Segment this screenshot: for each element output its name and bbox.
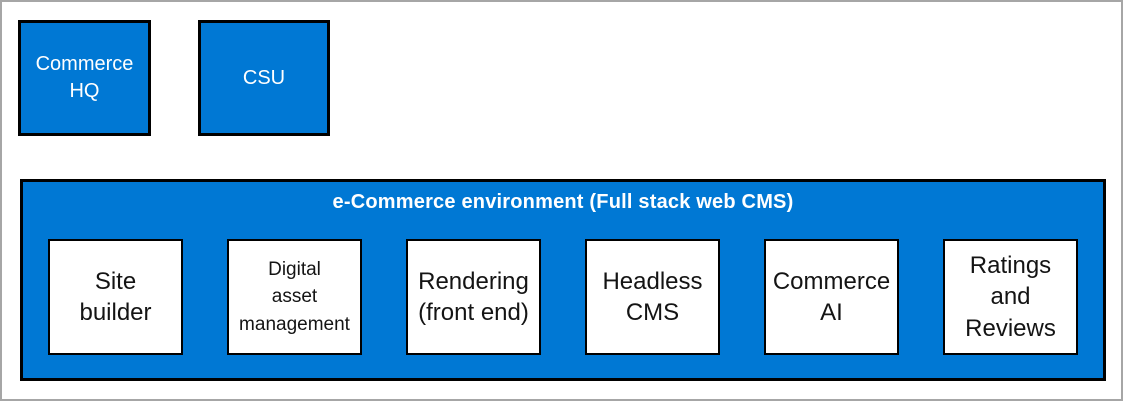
site-builder-label: Site builder	[79, 267, 152, 326]
rendering-front-end-label: Rendering (front end)	[418, 267, 529, 326]
headless-cms-box: Headless CMS	[585, 239, 720, 355]
csu-label: CSU	[242, 66, 286, 89]
headless-cms-label: Headless CMS	[602, 267, 703, 326]
commerce-ai-box: Commerce AI	[764, 239, 899, 355]
rendering-front-end-box: Rendering (front end)	[406, 239, 541, 355]
commerce-hq-box: Commerce HQ	[18, 20, 151, 136]
commerce-ai-label: Commerce AI	[772, 267, 891, 326]
commerce-hq-label: Commerce HQ	[35, 53, 134, 102]
site-builder-box: Site builder	[48, 239, 183, 355]
ecommerce-environment-title: e-Commerce environment (Full stack web C…	[332, 191, 794, 213]
csu-box: CSU	[198, 20, 330, 136]
environment-boxes-row: Site builder Digital asset management Re…	[23, 239, 1103, 355]
ratings-and-reviews-label: Ratings and Reviews	[965, 252, 1056, 342]
digital-asset-management-box: Digital asset management	[227, 239, 362, 355]
ecommerce-environment-container: e-Commerce environment (Full stack web C…	[20, 179, 1106, 381]
digital-asset-management-label: Digital asset management	[239, 258, 350, 335]
ratings-and-reviews-box: Ratings and Reviews	[943, 239, 1078, 355]
